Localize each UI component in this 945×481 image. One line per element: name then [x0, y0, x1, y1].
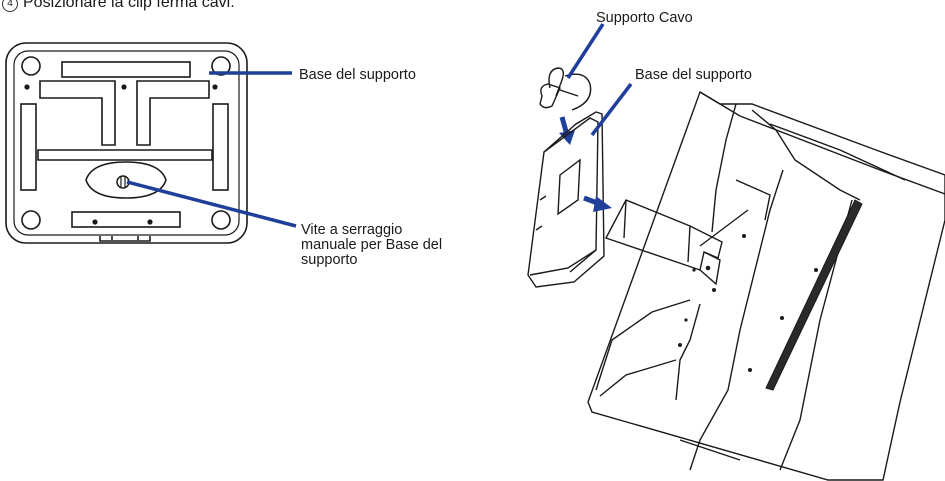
label-screw-line3: supporto: [301, 252, 358, 268]
stand-neck: [604, 199, 723, 286]
label-stand-base-right: Base del supporto: [635, 67, 752, 83]
step-number: 4: [2, 0, 18, 12]
vent-grille: [765, 199, 863, 391]
right-arrow-icon: [583, 195, 612, 212]
label-screw-line1: Vite a serraggio: [301, 222, 403, 238]
label-stand-base-left: Base del supporto: [299, 67, 416, 83]
leader-cable-holder: [566, 23, 605, 79]
stand-base-bottom-view: [5, 42, 248, 244]
mounting-holes: [678, 234, 818, 372]
leader-base-right: [590, 82, 633, 137]
monitor-back: [587, 90, 945, 481]
stand-base-angled: [527, 111, 605, 288]
step-text: Posizionare la clip ferma cavi.: [23, 0, 235, 11]
label-screw-line2: manuale per Base del: [301, 237, 443, 253]
step-instruction: 4 Posizionare la clip ferma cavi.: [2, 0, 235, 12]
cable-holder-illustration: [539, 67, 592, 111]
leader-screw: [126, 180, 297, 228]
label-cable-holder: Supporto Cavo: [596, 10, 693, 26]
